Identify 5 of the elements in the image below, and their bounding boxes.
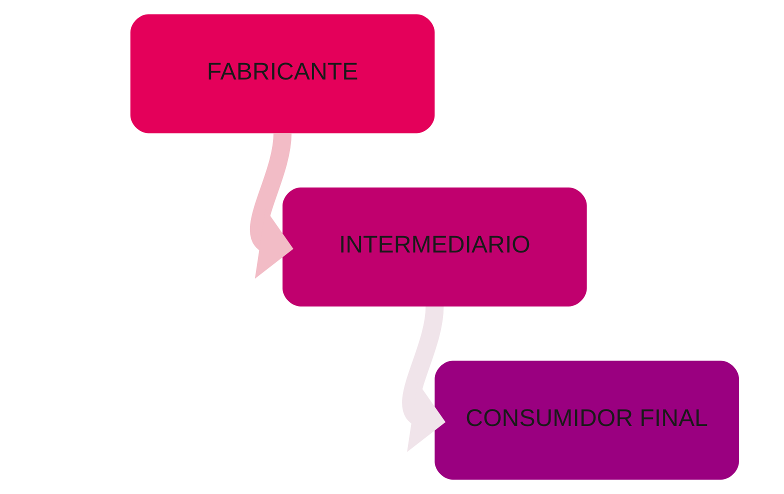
node-box: FABRICANTE xyxy=(130,14,434,134)
arrow xyxy=(249,132,293,279)
node-box: INTERMEDIARIO xyxy=(282,188,586,306)
node-box: CONSUMIDOR FINAL xyxy=(434,360,738,480)
arrow xyxy=(402,306,446,452)
